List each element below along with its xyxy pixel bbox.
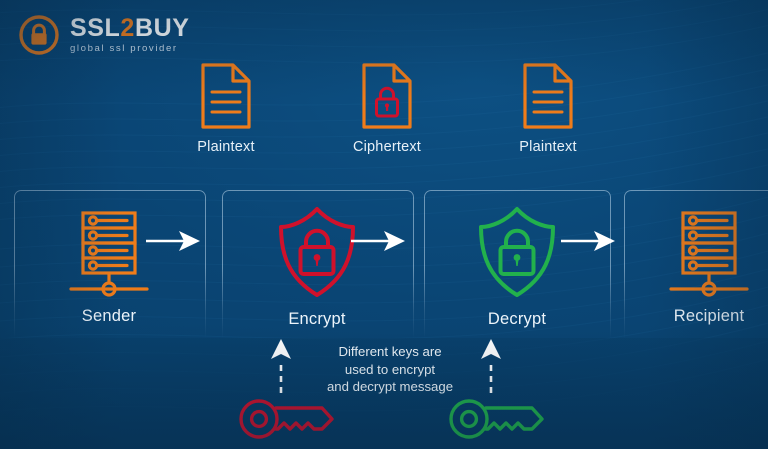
stage-decrypt: Decrypt bbox=[422, 200, 612, 329]
stage-label: Sender bbox=[81, 307, 137, 325]
document-ciphertext: Ciphertext bbox=[327, 62, 447, 155]
document-label: Ciphertext bbox=[352, 139, 422, 155]
stage-encrypt: Encrypt bbox=[222, 200, 412, 329]
brand-wordmark: SSL2BUY global ssl provider bbox=[70, 16, 190, 54]
shield-lock-icon bbox=[479, 207, 555, 297]
arrow-right-icon bbox=[351, 231, 405, 251]
document-lines-icon bbox=[201, 63, 251, 129]
brand-logo[interactable]: SSL2BUY global ssl provider bbox=[18, 14, 190, 56]
document-plaintext-1: Plaintext bbox=[166, 62, 286, 155]
arrow-right-icon bbox=[561, 231, 615, 251]
dashed-arrow-up-icon bbox=[481, 339, 501, 393]
stage-label: Decrypt bbox=[487, 310, 547, 328]
document-lines-icon bbox=[523, 63, 573, 129]
server-rack-icon bbox=[669, 211, 749, 297]
brand-tagline: global ssl provider bbox=[70, 43, 178, 55]
document-label: Plaintext bbox=[197, 139, 255, 155]
key-icon bbox=[239, 399, 334, 439]
server-rack-icon bbox=[69, 211, 149, 297]
stage-recipient: Recipient bbox=[614, 205, 768, 326]
caption-line-1: Different keys are bbox=[338, 344, 442, 359]
stage-label: Recipient bbox=[673, 307, 745, 325]
document-plaintext-2: Plaintext bbox=[488, 62, 608, 155]
stage-label: Encrypt bbox=[288, 310, 346, 328]
shield-lock-icon bbox=[279, 207, 355, 297]
caption-line-3: and decrypt message bbox=[326, 379, 454, 395]
padlock-circle-icon bbox=[19, 15, 59, 55]
key-icon bbox=[449, 399, 544, 439]
caption-text: Different keys are used to encrypt and d… bbox=[305, 343, 475, 396]
background-lower-band bbox=[0, 338, 768, 449]
stage-sender: Sender bbox=[14, 205, 204, 326]
brand-name: SSL2BUY bbox=[70, 14, 190, 43]
document-padlock-icon bbox=[362, 63, 412, 129]
arrow-right-icon bbox=[146, 231, 200, 251]
dashed-arrow-up-icon bbox=[271, 339, 291, 393]
document-label: Plaintext bbox=[519, 139, 577, 155]
caption-line-2: used to encrypt bbox=[344, 361, 436, 377]
